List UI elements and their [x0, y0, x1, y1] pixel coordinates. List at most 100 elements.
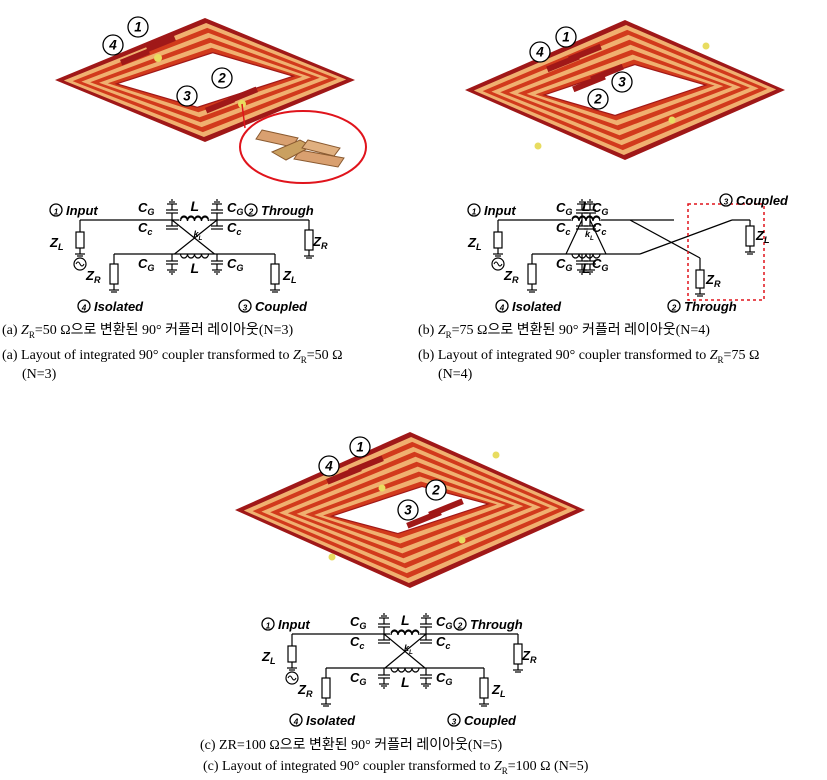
- circuit-b-p4: 4: [495, 299, 509, 313]
- via-c-3: [458, 536, 466, 544]
- port-c-1: 1: [349, 436, 371, 458]
- circuit-c-p2-number: 2: [457, 622, 463, 631]
- circuit-c-p1: 1: [261, 617, 275, 631]
- circuit-b-l-top-coil2: [592, 216, 601, 222]
- caption-b-korean: (b) ZR=75 Ω으로 변환된 90° 커플러 레이아웃(N=4): [418, 322, 710, 344]
- caption-b-en-n: (N=4): [438, 367, 473, 382]
- circuit-c-through-label: Through: [470, 617, 523, 632]
- via-b-1: [702, 42, 710, 50]
- circuit-b-source-wave: [493, 261, 503, 267]
- port-stub-a-4: [119, 48, 151, 66]
- port-stub-a-2: [227, 86, 259, 104]
- port-stub-a-1: [145, 35, 176, 53]
- circuit-c-cg-tl: CG: [350, 614, 366, 631]
- circuit-a-cc-r-sub: c: [236, 227, 241, 237]
- via-c-4: [328, 553, 336, 561]
- circuit-c-p1-number: 1: [266, 622, 271, 631]
- circuit-c-l-top: L: [401, 612, 410, 628]
- port-a-4-circle: [102, 34, 124, 56]
- caption-a-en-n: (N=3): [22, 367, 57, 382]
- circuit-c-zr-left-res-body: [321, 677, 331, 699]
- circuit-b-cg-tl-sub: G: [565, 207, 572, 217]
- circuit-a-zr-right-label: ZR: [312, 234, 328, 251]
- circuit-a-l-top: L: [191, 198, 200, 214]
- circuit-b-zl-label-sub: L: [476, 242, 482, 252]
- circuit-a-p4-number: 4: [81, 304, 87, 313]
- circuit-b-zr-swap-label: ZR: [705, 272, 721, 289]
- caption-b-rest: =75 Ω으로 변환된 90° 커플러 레이아웃(N=4): [451, 323, 710, 338]
- circuit-a-zl-right-label: ZL: [282, 268, 297, 285]
- circuit-b-cg-tr-sub: G: [601, 207, 608, 217]
- circuit-a-cg-bl-sub: G: [147, 263, 154, 273]
- circuit-a-zr-label: ZR: [85, 268, 101, 285]
- circuit-c-zr-label: ZR: [297, 682, 313, 699]
- callout-a-line: [241, 103, 246, 129]
- port-a-2: 2: [211, 67, 233, 89]
- circuit-a-l-bot-coil: [179, 253, 189, 259]
- port-c-1-number: 1: [356, 440, 364, 455]
- circuit-c-zl-right-label: ZL: [491, 682, 506, 699]
- port-b-1-number: 1: [562, 30, 570, 45]
- circuit-b-p4-number: 4: [499, 304, 505, 313]
- circuit-a-l-bot-coil: [186, 253, 196, 259]
- circuit-a-p2-number: 2: [248, 208, 254, 217]
- caption-a-prefix: (a): [2, 323, 22, 338]
- caption-b-en-sub: R: [717, 354, 724, 365]
- port-c-4-circle: [318, 455, 340, 477]
- caption-a-en-sub: R: [300, 354, 307, 365]
- port-a-1-number: 1: [134, 20, 142, 35]
- circuit-b-zl-label: ZL: [467, 235, 482, 252]
- circuit-b-p1: 1: [467, 203, 481, 217]
- circuit-b-zr-swap-res-body: [695, 269, 705, 289]
- circuit-a-cg-tr: CG: [227, 200, 243, 217]
- circuit-c-l-top-coil2: [411, 630, 420, 636]
- circuit-c-input-label: Input: [278, 617, 310, 632]
- port-a-4: 4: [102, 34, 124, 56]
- caption-b-sub: R: [445, 329, 452, 340]
- port-a-3-number: 3: [183, 89, 191, 104]
- circuit-c-p4: 4: [289, 713, 303, 727]
- circuit-a-zl-right-label-sub: L: [291, 275, 297, 285]
- circuit-c-zr-right-label-sub: R: [530, 655, 537, 665]
- caption-a-english-1: (a) Layout of integrated 90° coupler tra…: [2, 347, 343, 369]
- circuit-a-p3: 3: [238, 299, 252, 313]
- circuit-a-zl-label: ZL: [49, 235, 64, 252]
- circuit-a-isolated-label: Isolated: [94, 299, 144, 314]
- caption-b-en-value: =75 Ω: [723, 348, 760, 363]
- caption-a-english-2: (N=3): [22, 366, 56, 384]
- circuit-c-cg-tr: CG: [436, 614, 452, 631]
- caption-b-prefix: (b): [418, 323, 438, 338]
- port-c-3-number: 3: [404, 503, 412, 518]
- circuit-a-p4-circle: [77, 299, 91, 313]
- via-b-3: [534, 142, 542, 150]
- port-b-3-circle: [611, 71, 633, 93]
- caption-c-korean: (c) ZR=100 Ω으로 변환된 90° 커플러 레이아웃(N=5): [200, 737, 502, 755]
- port-a-3-circle: [176, 85, 198, 107]
- circuit-c-cg-tr-sub: G: [445, 621, 452, 631]
- circuit-a-k-label: kL: [194, 229, 203, 242]
- port-c-1-circle: [349, 436, 371, 458]
- port-b-2: 2: [587, 88, 609, 110]
- circuit-c-zl-label: ZL: [261, 649, 276, 666]
- circuit-a-zr-right-res-body: [304, 229, 314, 251]
- circuit-b-cg-br: CG: [592, 256, 608, 273]
- circuit-b-zl-swap-res-body: [745, 225, 755, 247]
- via-b-2: [668, 116, 676, 124]
- circuit-b-cc-l: Cc: [556, 220, 570, 237]
- via-c-2: [378, 484, 386, 492]
- circuit-c-zl-right-res-body: [479, 677, 489, 699]
- port-b-3: 3: [611, 71, 633, 93]
- circuit-c-p3-number: 3: [452, 718, 457, 727]
- port-stub-b-4: [546, 53, 580, 73]
- port-b-2-number: 2: [593, 92, 602, 107]
- circuit-c-cross-1: [383, 633, 426, 669]
- caption-a-sub: R: [28, 329, 35, 340]
- circuit-b-cc-l-sub: c: [565, 227, 570, 237]
- circuit-b-zl-swap-label-sub: L: [764, 235, 770, 245]
- port-b-2-circle: [587, 88, 609, 110]
- circuit-a-through-label: Through: [261, 203, 314, 218]
- circuit-c-zr-right-label: ZR: [521, 648, 537, 665]
- circuit-a-cc-l: Cc: [138, 220, 152, 237]
